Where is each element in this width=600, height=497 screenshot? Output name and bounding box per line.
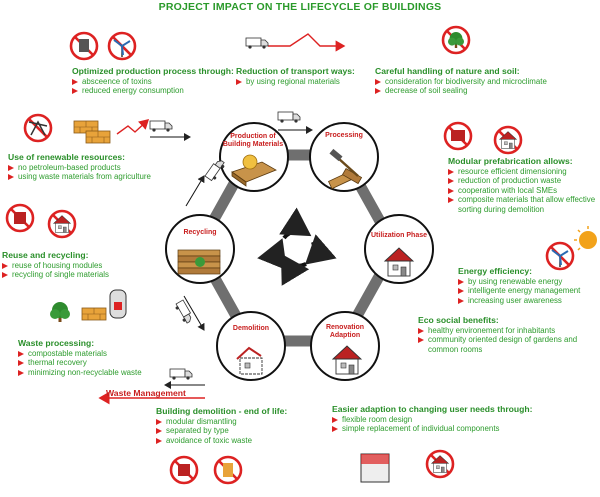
block-eco: Eco social benefits: healthy environemen… bbox=[418, 315, 598, 354]
straw-bales-icon bbox=[85, 130, 111, 144]
reuse-house-icon bbox=[47, 209, 77, 239]
list-item: by using regional materials bbox=[236, 77, 355, 86]
block-heading: Easier adaption to changing user needs t… bbox=[332, 404, 533, 414]
no-toxins-icon bbox=[69, 31, 99, 61]
node-label-production: Production of Building Materials bbox=[222, 133, 284, 148]
block-heading: Reuse and recycling: bbox=[2, 250, 89, 260]
block-waste: Waste processing: compostable materials … bbox=[18, 338, 142, 377]
node-demolition bbox=[216, 311, 286, 381]
list-item: thermal recovery bbox=[18, 358, 142, 367]
list-item: flexible room design bbox=[332, 415, 533, 424]
sun-icon bbox=[574, 226, 597, 251]
no-sealing-tree-icon bbox=[441, 25, 471, 55]
no-demolition-icon bbox=[213, 455, 243, 485]
list-item: composite materials that allow effective… bbox=[448, 195, 598, 214]
block-heading: Modular prefabrication allows: bbox=[448, 156, 573, 166]
list-item: resource efficient dimensioning bbox=[448, 167, 598, 176]
list-item: intelligente energy management bbox=[458, 286, 580, 295]
block-heading: Eco social benefits: bbox=[418, 315, 499, 325]
list-item: recycling of single materials bbox=[2, 270, 109, 279]
lumber-saw-icon bbox=[231, 154, 277, 187]
block-heading: Building demolition - end of life: bbox=[156, 406, 288, 416]
block-transport: Reduction of transport ways: by using re… bbox=[236, 66, 355, 86]
block-optimized: Optimized production process through: ab… bbox=[72, 66, 234, 96]
list-item: minimizing non-recyclable waste bbox=[18, 368, 142, 377]
truck-icon bbox=[277, 111, 301, 124]
no-toxic-building-icon bbox=[169, 455, 199, 485]
node-label-utilization: Utilization Phase bbox=[370, 232, 427, 239]
windmill-icon bbox=[545, 241, 575, 271]
list-item: modular dismantling bbox=[156, 417, 287, 426]
list-item: community oriented design of gardens and… bbox=[418, 335, 593, 354]
renewable-arrow bbox=[116, 119, 150, 135]
block-adaption: Easier adaption to changing user needs t… bbox=[332, 404, 533, 434]
truck-icon bbox=[245, 37, 269, 50]
modular-room-icon bbox=[360, 453, 390, 483]
prefab-house-icon bbox=[493, 125, 523, 155]
list-item: cooperation with local SMEs bbox=[448, 186, 598, 195]
block-heading: Energy efficiency: bbox=[458, 266, 533, 276]
transport-arrow bbox=[268, 33, 346, 52]
list-item: absceence of toxins bbox=[72, 77, 234, 86]
no-windmill-icon bbox=[107, 31, 137, 61]
no-brick-icon bbox=[5, 203, 35, 233]
list-item: healthy environement for inhabitants bbox=[418, 326, 598, 335]
compost-tree-icon bbox=[50, 302, 70, 322]
list-item: reduction of production waste bbox=[448, 176, 598, 185]
list-item: increasing user awareness bbox=[458, 296, 580, 305]
list-item: decrease of soil sealing bbox=[375, 86, 547, 95]
block-heading: Use of renewable resources: bbox=[8, 152, 126, 162]
node-label-demolition: Demolition bbox=[232, 325, 270, 332]
list-item: compostable materials bbox=[18, 349, 142, 358]
block-heading: Waste processing: bbox=[18, 338, 95, 348]
block-heading: Careful handling of nature and soil: bbox=[375, 66, 520, 76]
block-demolition-end: Building demolition - end of life: modul… bbox=[156, 406, 287, 445]
truck-icon bbox=[149, 120, 173, 133]
list-item: reduced energy consumption bbox=[72, 86, 234, 95]
block-modular: Modular prefabrication allows: resource … bbox=[448, 156, 598, 214]
node-label-renovation: Renovation Adaption bbox=[325, 324, 365, 339]
node-label-processing: Processing bbox=[325, 132, 363, 139]
bales-icon bbox=[81, 307, 107, 321]
list-item: no petroleum-based products bbox=[8, 163, 188, 172]
truck-icon bbox=[173, 299, 195, 325]
list-item: using waste materials from agriculture bbox=[8, 172, 168, 181]
no-oil-pump-icon bbox=[23, 113, 53, 143]
cycle-arrows-icon bbox=[257, 207, 337, 286]
block-energy: Energy efficiency: by using renewable en… bbox=[458, 266, 580, 305]
furnace-icon bbox=[109, 289, 127, 319]
waste-management-label: Waste Management bbox=[106, 388, 186, 398]
block-heading: Reduction of transport ways: bbox=[236, 66, 355, 76]
node-label-recycling: Recycling bbox=[183, 229, 217, 236]
list-item: simple replacement of individual compone… bbox=[332, 424, 533, 433]
list-item: consideration for biodiversity and micro… bbox=[375, 77, 547, 86]
house-demolition-icon bbox=[236, 346, 263, 375]
node-renovation bbox=[310, 311, 380, 381]
block-nature: Careful handling of nature and soil: con… bbox=[375, 66, 547, 96]
list-item: avoidance of toxic waste bbox=[156, 436, 287, 445]
page-title: PROJECT IMPACT ON THE LIFECYCLE OF BUILD… bbox=[158, 1, 442, 13]
block-reuse: Reuse and recycling: reuse of housing mo… bbox=[2, 250, 109, 280]
recycled-boards-icon bbox=[177, 249, 221, 275]
list-item: separated by type bbox=[156, 426, 287, 435]
list-item: by using renewable energy bbox=[458, 277, 580, 286]
block-heading: Optimized production process through: bbox=[72, 66, 234, 76]
no-waste-book-icon bbox=[443, 121, 473, 151]
block-renewable: Use of renewable resources: no petroleum… bbox=[8, 152, 188, 182]
list-item: reuse of housing modules bbox=[2, 261, 109, 270]
truck-icon bbox=[169, 368, 193, 381]
modular-house-icon bbox=[425, 449, 455, 479]
node-processing bbox=[309, 122, 379, 192]
hammer-wood-icon bbox=[328, 148, 363, 190]
